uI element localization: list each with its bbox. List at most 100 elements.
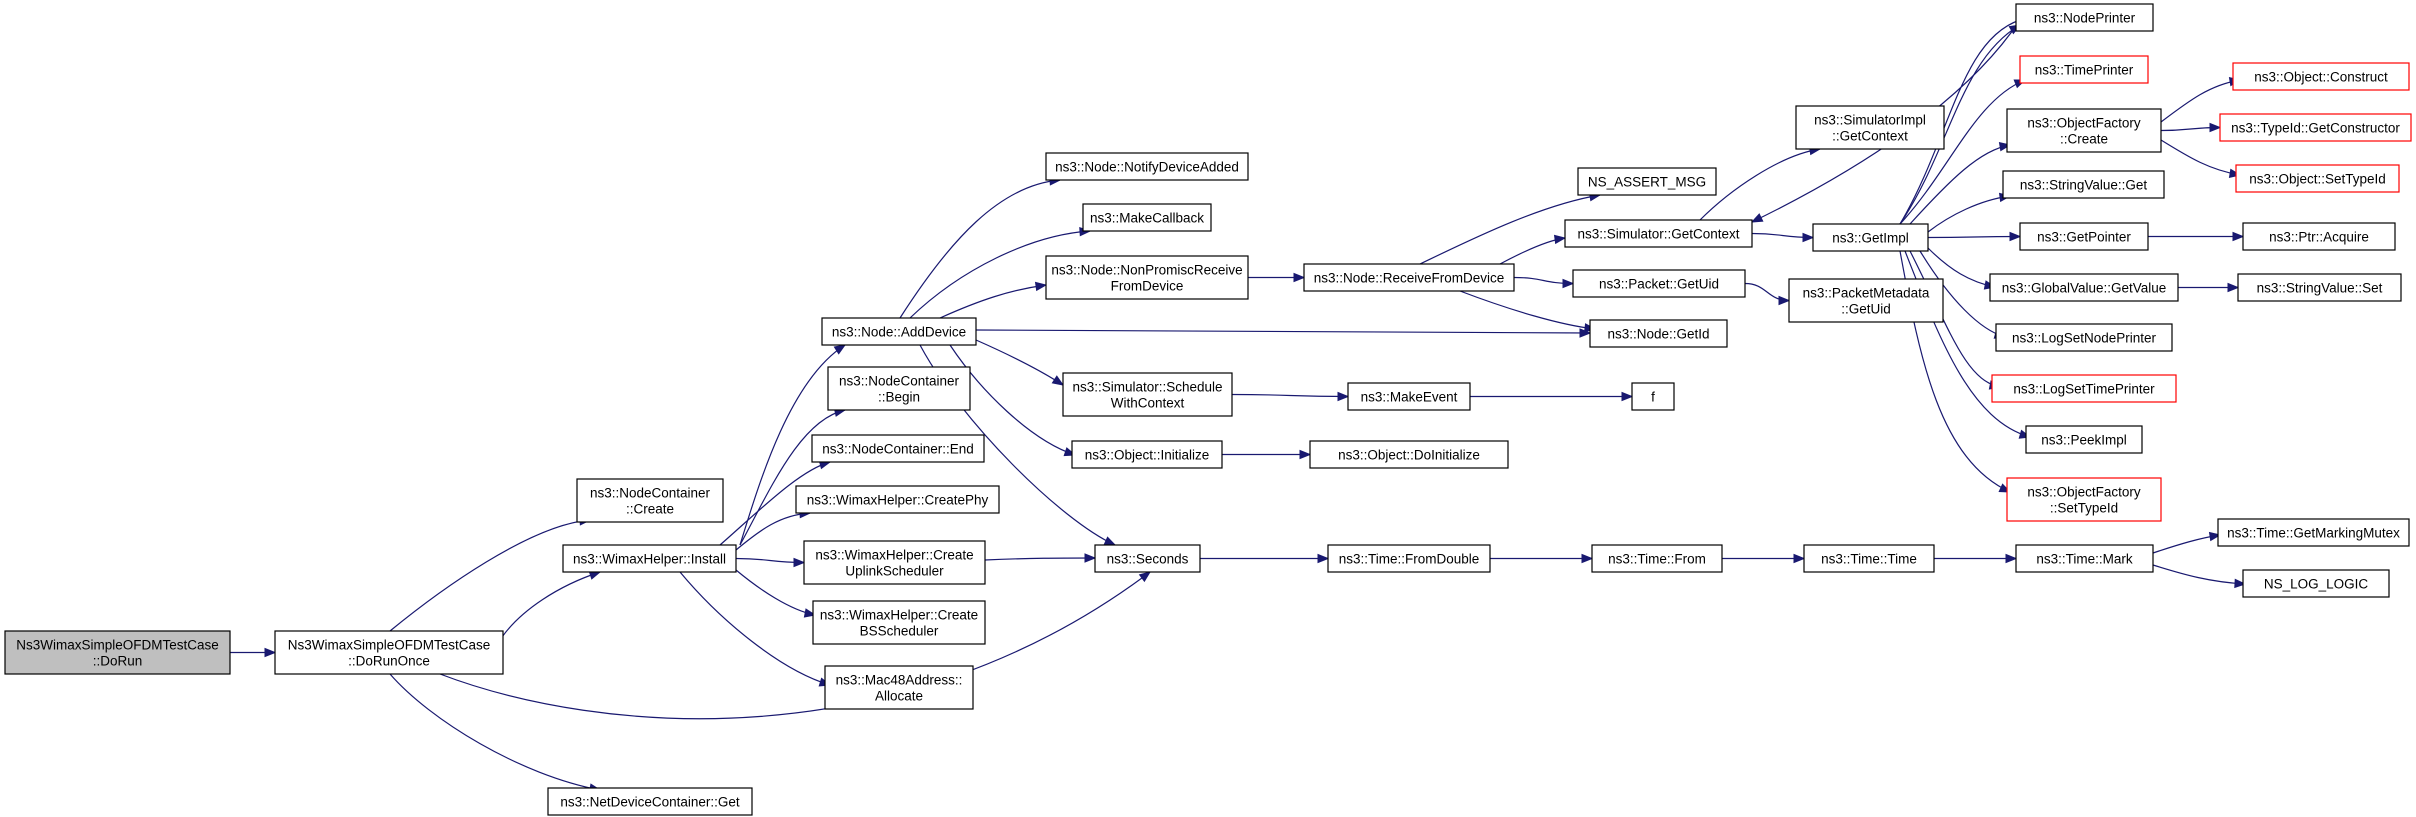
edge-time_mark-to-ns_log_logic	[2152, 564, 2246, 585]
node-node_getid[interactable]: ns3::Node::GetId	[1589, 319, 1728, 348]
node-logsettimeprinter[interactable]: ns3::LogSetTimePrinter	[1991, 374, 2177, 403]
edge-wh_createuplink-to-seconds	[984, 557, 1096, 561]
node-dorun[interactable]: Ns3WimaxSimpleOFDMTestCase::DoRun	[4, 630, 231, 675]
node-sv_get[interactable]: ns3::StringValue::Get	[2002, 170, 2165, 199]
node-label-time_fromdouble-line-0: ns3::Time::FromDouble	[1339, 552, 1480, 567]
node-label-obj_settypeid-line-0: ns3::Object::SetTypeId	[2249, 172, 2386, 187]
node-box-node_getid	[1589, 319, 1728, 348]
node-box-obj_initialize	[1071, 440, 1223, 469]
node-of_settypeid[interactable]: ns3::ObjectFactory::SetTypeId	[2006, 477, 2162, 522]
node-mac48_allocate[interactable]: ns3::Mac48Address::Allocate	[824, 665, 974, 710]
node-logsetnodeprinter[interactable]: ns3::LogSetNodePrinter	[1995, 323, 2173, 352]
node-simimpl_getcontext[interactable]: ns3::SimulatorImpl::GetContext	[1795, 105, 1945, 150]
edge-time_from-to-time_time-arrowhead	[1793, 553, 1806, 564]
node-obj_construct[interactable]: ns3::Object::Construct	[2232, 62, 2410, 91]
node-of_create[interactable]: ns3::ObjectFactory::Create	[2006, 108, 2162, 153]
edge-node_adddevice-to-node_nonpromisc	[939, 284, 1047, 319]
node-nc_create[interactable]: ns3::NodeContainer::Create	[576, 478, 724, 523]
node-timeprinter[interactable]: ns3::TimePrinter	[2019, 55, 2149, 84]
node-label-packet_getuid-line-0: ns3::Packet::GetUid	[1599, 277, 1719, 292]
node-getimpl[interactable]: ns3::GetImpl	[1812, 223, 1929, 252]
node-box-wh_install	[562, 544, 737, 573]
node-label-sim_schedule-line-1: WithContext	[1111, 396, 1185, 411]
node-box-sv_set	[2237, 273, 2402, 302]
node-box-nc_begin	[827, 366, 971, 411]
node-label-pm_getuid-line-1: ::GetUid	[1841, 302, 1891, 317]
node-label-nodeprinter-line-0: ns3::NodePrinter	[2034, 11, 2136, 26]
node-time_mark[interactable]: ns3::Time::Mark	[2015, 544, 2154, 573]
node-label-node_notify-line-0: ns3::Node::NotifyDeviceAdded	[1055, 160, 1239, 175]
edge-sim_getcontext-to-simimpl_getcontext	[1699, 148, 1821, 221]
node-obj_settypeid[interactable]: ns3::Object::SetTypeId	[2235, 164, 2400, 193]
edge-getpointer-to-ptr_acquire-arrowhead	[2232, 231, 2245, 242]
node-doruonce[interactable]: Ns3WimaxSimpleOFDMTestCase::DoRunOnce	[274, 630, 504, 675]
node-obj_initialize[interactable]: ns3::Object::Initialize	[1071, 440, 1223, 469]
node-makeevent[interactable]: ns3::MakeEvent	[1347, 382, 1471, 411]
node-label-wh_createuplink-line-0: ns3::WimaxHelper::Create	[815, 548, 973, 563]
node-time_getmarking[interactable]: ns3::Time::GetMarkingMutex	[2217, 518, 2410, 547]
node-label-pm_getuid-line-0: ns3::PacketMetadata	[1803, 286, 1930, 301]
node-gv_getvalue[interactable]: ns3::GlobalValue::GetValue	[1989, 273, 2179, 302]
node-sv_set[interactable]: ns3::StringValue::Set	[2237, 273, 2402, 302]
node-label-logsettimeprinter-line-0: ns3::LogSetTimePrinter	[2013, 382, 2155, 397]
node-label-obj_initialize-line-0: ns3::Object::Initialize	[1085, 448, 1210, 463]
node-time_time[interactable]: ns3::Time::Time	[1803, 544, 1935, 573]
node-label-wh_createbs-line-0: ns3::WimaxHelper::Create	[820, 608, 978, 623]
node-ns_log_logic[interactable]: NS_LOG_LOGIC	[2242, 569, 2390, 598]
node-peekimpl[interactable]: ns3::PeekImpl	[2025, 425, 2143, 454]
node-label-dorun-line-1: ::DoRun	[93, 654, 143, 669]
node-time_from[interactable]: ns3::Time::From	[1591, 544, 1723, 573]
node-node_adddevice[interactable]: ns3::Node::AddDevice	[821, 317, 977, 346]
node-label-nc_create-line-0: ns3::NodeContainer	[590, 486, 711, 501]
edge-getimpl-to-timeprinter	[1899, 79, 2026, 225]
node-wh_createphy[interactable]: ns3::WimaxHelper::CreatePhy	[795, 485, 1000, 514]
node-box-packet_getuid	[1572, 269, 1746, 298]
node-box-nc_end	[811, 434, 985, 463]
node-time_fromdouble[interactable]: ns3::Time::FromDouble	[1327, 544, 1491, 573]
node-f[interactable]: f	[1631, 382, 1675, 411]
node-ndc_get[interactable]: ns3::NetDeviceContainer::Get	[547, 787, 753, 816]
node-label-doruonce-line-1: ::DoRunOnce	[348, 654, 430, 669]
node-label-f-line-0: f	[1651, 390, 1655, 405]
node-pm_getuid[interactable]: ns3::PacketMetadata::GetUid	[1788, 278, 1944, 323]
node-label-time_getmarking-line-0: ns3::Time::GetMarkingMutex	[2227, 526, 2400, 541]
node-label-dorun-line-0: Ns3WimaxSimpleOFDMTestCase	[16, 638, 219, 653]
node-box-simimpl_getcontext	[1795, 105, 1945, 150]
edge-seconds-to-time_fromdouble-arrowhead	[1317, 553, 1330, 564]
node-makecallback[interactable]: ns3::MakeCallback	[1082, 203, 1212, 232]
node-wh_install[interactable]: ns3::WimaxHelper::Install	[562, 544, 737, 573]
node-node_receive[interactable]: ns3::Node::ReceiveFromDevice	[1303, 263, 1515, 292]
edge-wh_install-to-wh_createuplink-arrowhead	[793, 557, 806, 568]
node-label-ptr_acquire-line-0: ns3::Ptr::Acquire	[2269, 230, 2369, 245]
node-sim_getcontext[interactable]: ns3::Simulator::GetContext	[1564, 219, 1753, 248]
node-nc_end[interactable]: ns3::NodeContainer::End	[811, 434, 985, 463]
edge-getimpl-to-sim_getcontext-arrowhead	[1750, 213, 1764, 223]
node-node_notify[interactable]: ns3::Node::NotifyDeviceAdded	[1045, 152, 1249, 181]
node-nc_begin[interactable]: ns3::NodeContainer::Begin	[827, 366, 971, 411]
node-nodeprinter[interactable]: ns3::NodePrinter	[2015, 3, 2154, 32]
edge-doruonce-to-seconds-arrowhead	[1138, 571, 1152, 583]
node-seconds[interactable]: ns3::Seconds	[1094, 544, 1201, 573]
node-label-timeprinter-line-0: ns3::TimePrinter	[2035, 63, 2134, 78]
edge-wh_install-to-nc_end	[719, 461, 831, 546]
node-label-node_receive-line-0: ns3::Node::ReceiveFromDevice	[1314, 271, 1505, 286]
node-getpointer[interactable]: ns3::GetPointer	[2019, 222, 2149, 251]
node-obj_doinit[interactable]: ns3::Object::DoInitialize	[1309, 440, 1509, 469]
node-label-gv_getvalue-line-0: ns3::GlobalValue::GetValue	[2002, 281, 2167, 296]
edge-node_adddevice-to-node_getid	[975, 329, 1591, 334]
node-label-nc_create-line-1: ::Create	[626, 502, 674, 517]
node-box-node_receive	[1303, 263, 1515, 292]
node-box-ndc_get	[547, 787, 753, 816]
edge-node_nonpromisc-to-node_receive-arrowhead	[1293, 272, 1306, 283]
node-typeid_getctor[interactable]: ns3::TypeId::GetConstructor	[2219, 113, 2412, 142]
node-label-time_mark-line-0: ns3::Time::Mark	[2036, 552, 2133, 567]
node-ns_assert[interactable]: NS_ASSERT_MSG	[1577, 167, 1717, 196]
node-box-gv_getvalue	[1989, 273, 2179, 302]
node-packet_getuid[interactable]: ns3::Packet::GetUid	[1572, 269, 1746, 298]
edge-getimpl-to-getpointer	[1927, 235, 2021, 239]
node-ptr_acquire[interactable]: ns3::Ptr::Acquire	[2242, 222, 2396, 251]
